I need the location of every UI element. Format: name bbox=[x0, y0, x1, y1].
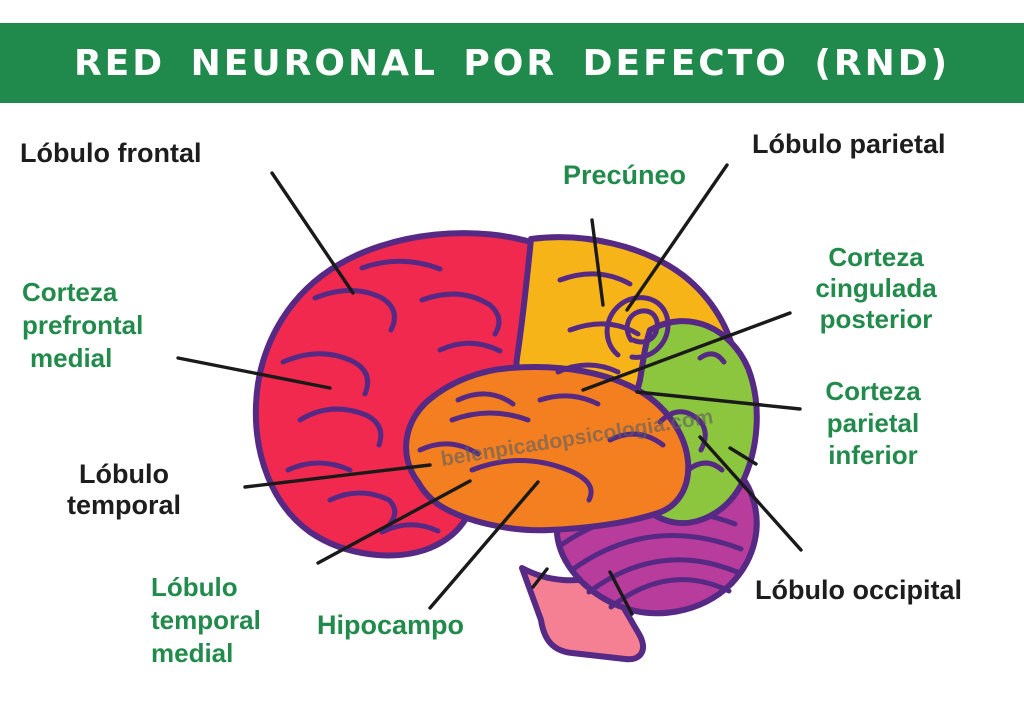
label-line: medial bbox=[151, 638, 234, 668]
label-lobulo-parietal: Lóbulo parietal bbox=[752, 129, 946, 159]
pointer-lobulo-temporal bbox=[243, 463, 432, 489]
label-line: medial bbox=[30, 343, 113, 373]
label-line: Corteza bbox=[828, 242, 924, 272]
pointer-lines bbox=[176, 163, 803, 616]
label-line: parietal bbox=[826, 408, 920, 438]
pointer-prefrontal-medial bbox=[176, 356, 332, 390]
label-line: temporal bbox=[151, 605, 261, 635]
title-banner: RED NEURONAL POR DEFECTO (RND) bbox=[0, 23, 1024, 103]
pointer-temporal-medial bbox=[316, 479, 472, 565]
label-line: temporal bbox=[66, 490, 182, 520]
pointer-hipocampo bbox=[428, 480, 540, 610]
label-lobulo-occipital: Lóbulo occipital bbox=[755, 575, 962, 605]
label-corteza-parietal-inferior: Corteza parietal inferior bbox=[798, 375, 948, 471]
label-line: prefrontal bbox=[22, 310, 144, 340]
label-line: inferior bbox=[828, 440, 918, 470]
pointer-lobulo-occipital bbox=[698, 435, 803, 552]
label-line: Corteza bbox=[825, 376, 921, 406]
label-lobulo-frontal: Lóbulo frontal bbox=[20, 138, 202, 168]
label-lobulo-temporal-medial: Lóbulo temporal medial bbox=[151, 571, 261, 670]
label-corteza-prefrontal-medial: Corteza prefrontal medial bbox=[22, 276, 143, 375]
label-corteza-cingulada-posterior: Corteza cingulada posterior bbox=[800, 242, 952, 335]
diagram-title: RED NEURONAL POR DEFECTO (RND) bbox=[73, 42, 951, 84]
label-lobulo-temporal: Lóbulo temporal bbox=[50, 459, 198, 521]
label-line: Lóbulo bbox=[79, 459, 169, 489]
label-precuneo: Precúneo bbox=[563, 160, 687, 190]
pointer-lobulo-frontal bbox=[270, 171, 355, 295]
label-hipocampo: Hipocampo bbox=[317, 610, 465, 640]
temporal-lobe-region bbox=[403, 364, 692, 534]
pointer-cingulada-posterior bbox=[581, 311, 792, 392]
label-line: posterior bbox=[819, 304, 933, 334]
label-line: cingulada bbox=[815, 273, 937, 303]
pointer-tick-brainstem bbox=[531, 567, 549, 589]
pointer-tick-cerebellum bbox=[608, 570, 634, 616]
label-line: Corteza bbox=[22, 277, 118, 307]
pointer-precuneo bbox=[590, 218, 605, 307]
pointer-parietal-inferior bbox=[635, 390, 802, 411]
label-line: Lóbulo bbox=[151, 572, 238, 602]
pointer-tick-green-edge bbox=[728, 446, 758, 466]
pointer-lobulo-parietal bbox=[625, 163, 729, 312]
